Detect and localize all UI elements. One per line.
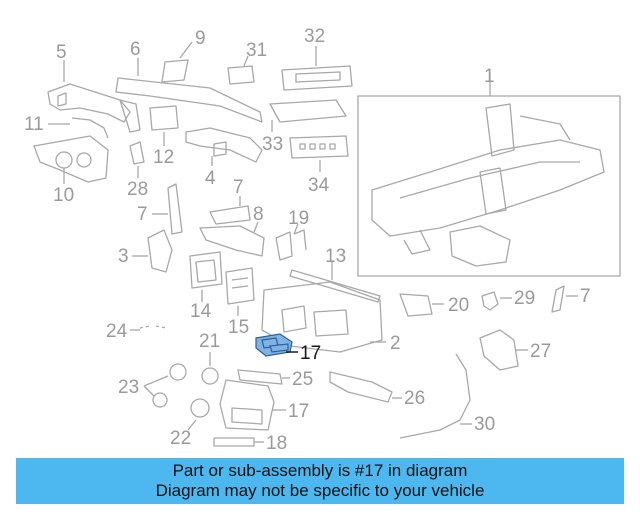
label-34: 33 [262, 134, 283, 155]
banner-line-1: Part or sub-assembly is #17 in diagram [172, 461, 468, 480]
part-29: 28 [127, 141, 148, 200]
part-23: 22 [170, 398, 210, 449]
label-29: 28 [127, 179, 148, 200]
label-16: 15 [228, 317, 249, 338]
part-26: 25 [237, 369, 313, 390]
part-24: 23 [118, 363, 187, 408]
part-13: 12 [149, 105, 179, 168]
label-30: 29 [514, 288, 535, 309]
label-7a: 7 [137, 204, 148, 225]
label-11: 10 [53, 185, 74, 206]
label-22: 21 [199, 331, 220, 352]
part-22: 21 [199, 331, 220, 385]
part-21: 20 [399, 293, 469, 317]
part-30: 29 [481, 288, 535, 311]
part-3: 3 [118, 229, 173, 273]
part-10: 9 [161, 28, 206, 83]
label-20: 19 [288, 208, 309, 229]
label-3: 3 [118, 246, 129, 267]
part-28: 27 [479, 329, 551, 371]
part-27: 26 [329, 371, 425, 409]
part-7b: 7 [551, 285, 591, 313]
label-25: 24 [106, 321, 128, 342]
label-13: 12 [153, 147, 174, 168]
part-7a: 7 [137, 183, 183, 235]
part-31: 30 [399, 353, 495, 439]
label-12: 11 [24, 114, 44, 135]
part-8: 7 [209, 177, 251, 225]
label-7b: 7 [580, 286, 591, 307]
part-32: 31 [227, 40, 267, 85]
part-11: 10 [33, 135, 109, 206]
part-25: 24 [106, 321, 167, 342]
part-34: 33 [262, 99, 347, 155]
label-10: 9 [195, 28, 206, 49]
label-14: 13 [325, 246, 346, 267]
label-26: 25 [292, 369, 313, 390]
label-31: 30 [474, 414, 495, 435]
label-18: 17 [288, 401, 309, 422]
parts-diagram: 5 6 9 31 32 11 12 1 [24, 26, 621, 454]
part-14: 13 [289, 246, 381, 303]
info-banner: Part or sub-assembly is #17 in diagram D… [16, 458, 624, 504]
part-12: 11 [24, 114, 109, 139]
banner-line-2: Diagram may not be specific to your vehi… [155, 481, 485, 500]
label-27: 26 [404, 388, 425, 409]
part-18: 17 [219, 379, 309, 431]
part-5: 5 [47, 42, 131, 123]
part-16: 15 [225, 267, 255, 338]
part-4: 4 [185, 127, 263, 189]
label-1: 1 [484, 66, 495, 87]
part-1: 1 [357, 66, 621, 277]
part-33: 32 [281, 26, 353, 91]
label-15: 14 [190, 301, 212, 322]
label-28: 27 [530, 341, 551, 362]
part-15: 14 [189, 251, 223, 322]
label-32: 31 [246, 40, 267, 61]
part-17-highlighted[interactable]: 17 [255, 333, 321, 364]
label-19: 18 [266, 433, 287, 454]
part-6: 6 [115, 39, 263, 133]
part-20: 19 [275, 208, 309, 261]
label-6: 6 [130, 39, 141, 60]
label-23: 22 [170, 428, 191, 449]
label-21: 20 [448, 295, 469, 316]
label-5: 5 [56, 42, 67, 63]
label-8: 7 [233, 177, 244, 198]
part-19: 18 [213, 433, 287, 454]
label-17: 17 [300, 343, 321, 364]
label-33: 32 [304, 26, 325, 47]
label-9: 8 [253, 204, 264, 225]
label-24: 23 [118, 377, 139, 398]
label-35: 34 [308, 175, 330, 196]
part-2: 2 [261, 281, 401, 354]
part-35: 34 [289, 135, 349, 196]
label-4: 4 [205, 168, 216, 189]
part-9: 8 [199, 204, 265, 257]
label-2: 2 [390, 333, 401, 354]
